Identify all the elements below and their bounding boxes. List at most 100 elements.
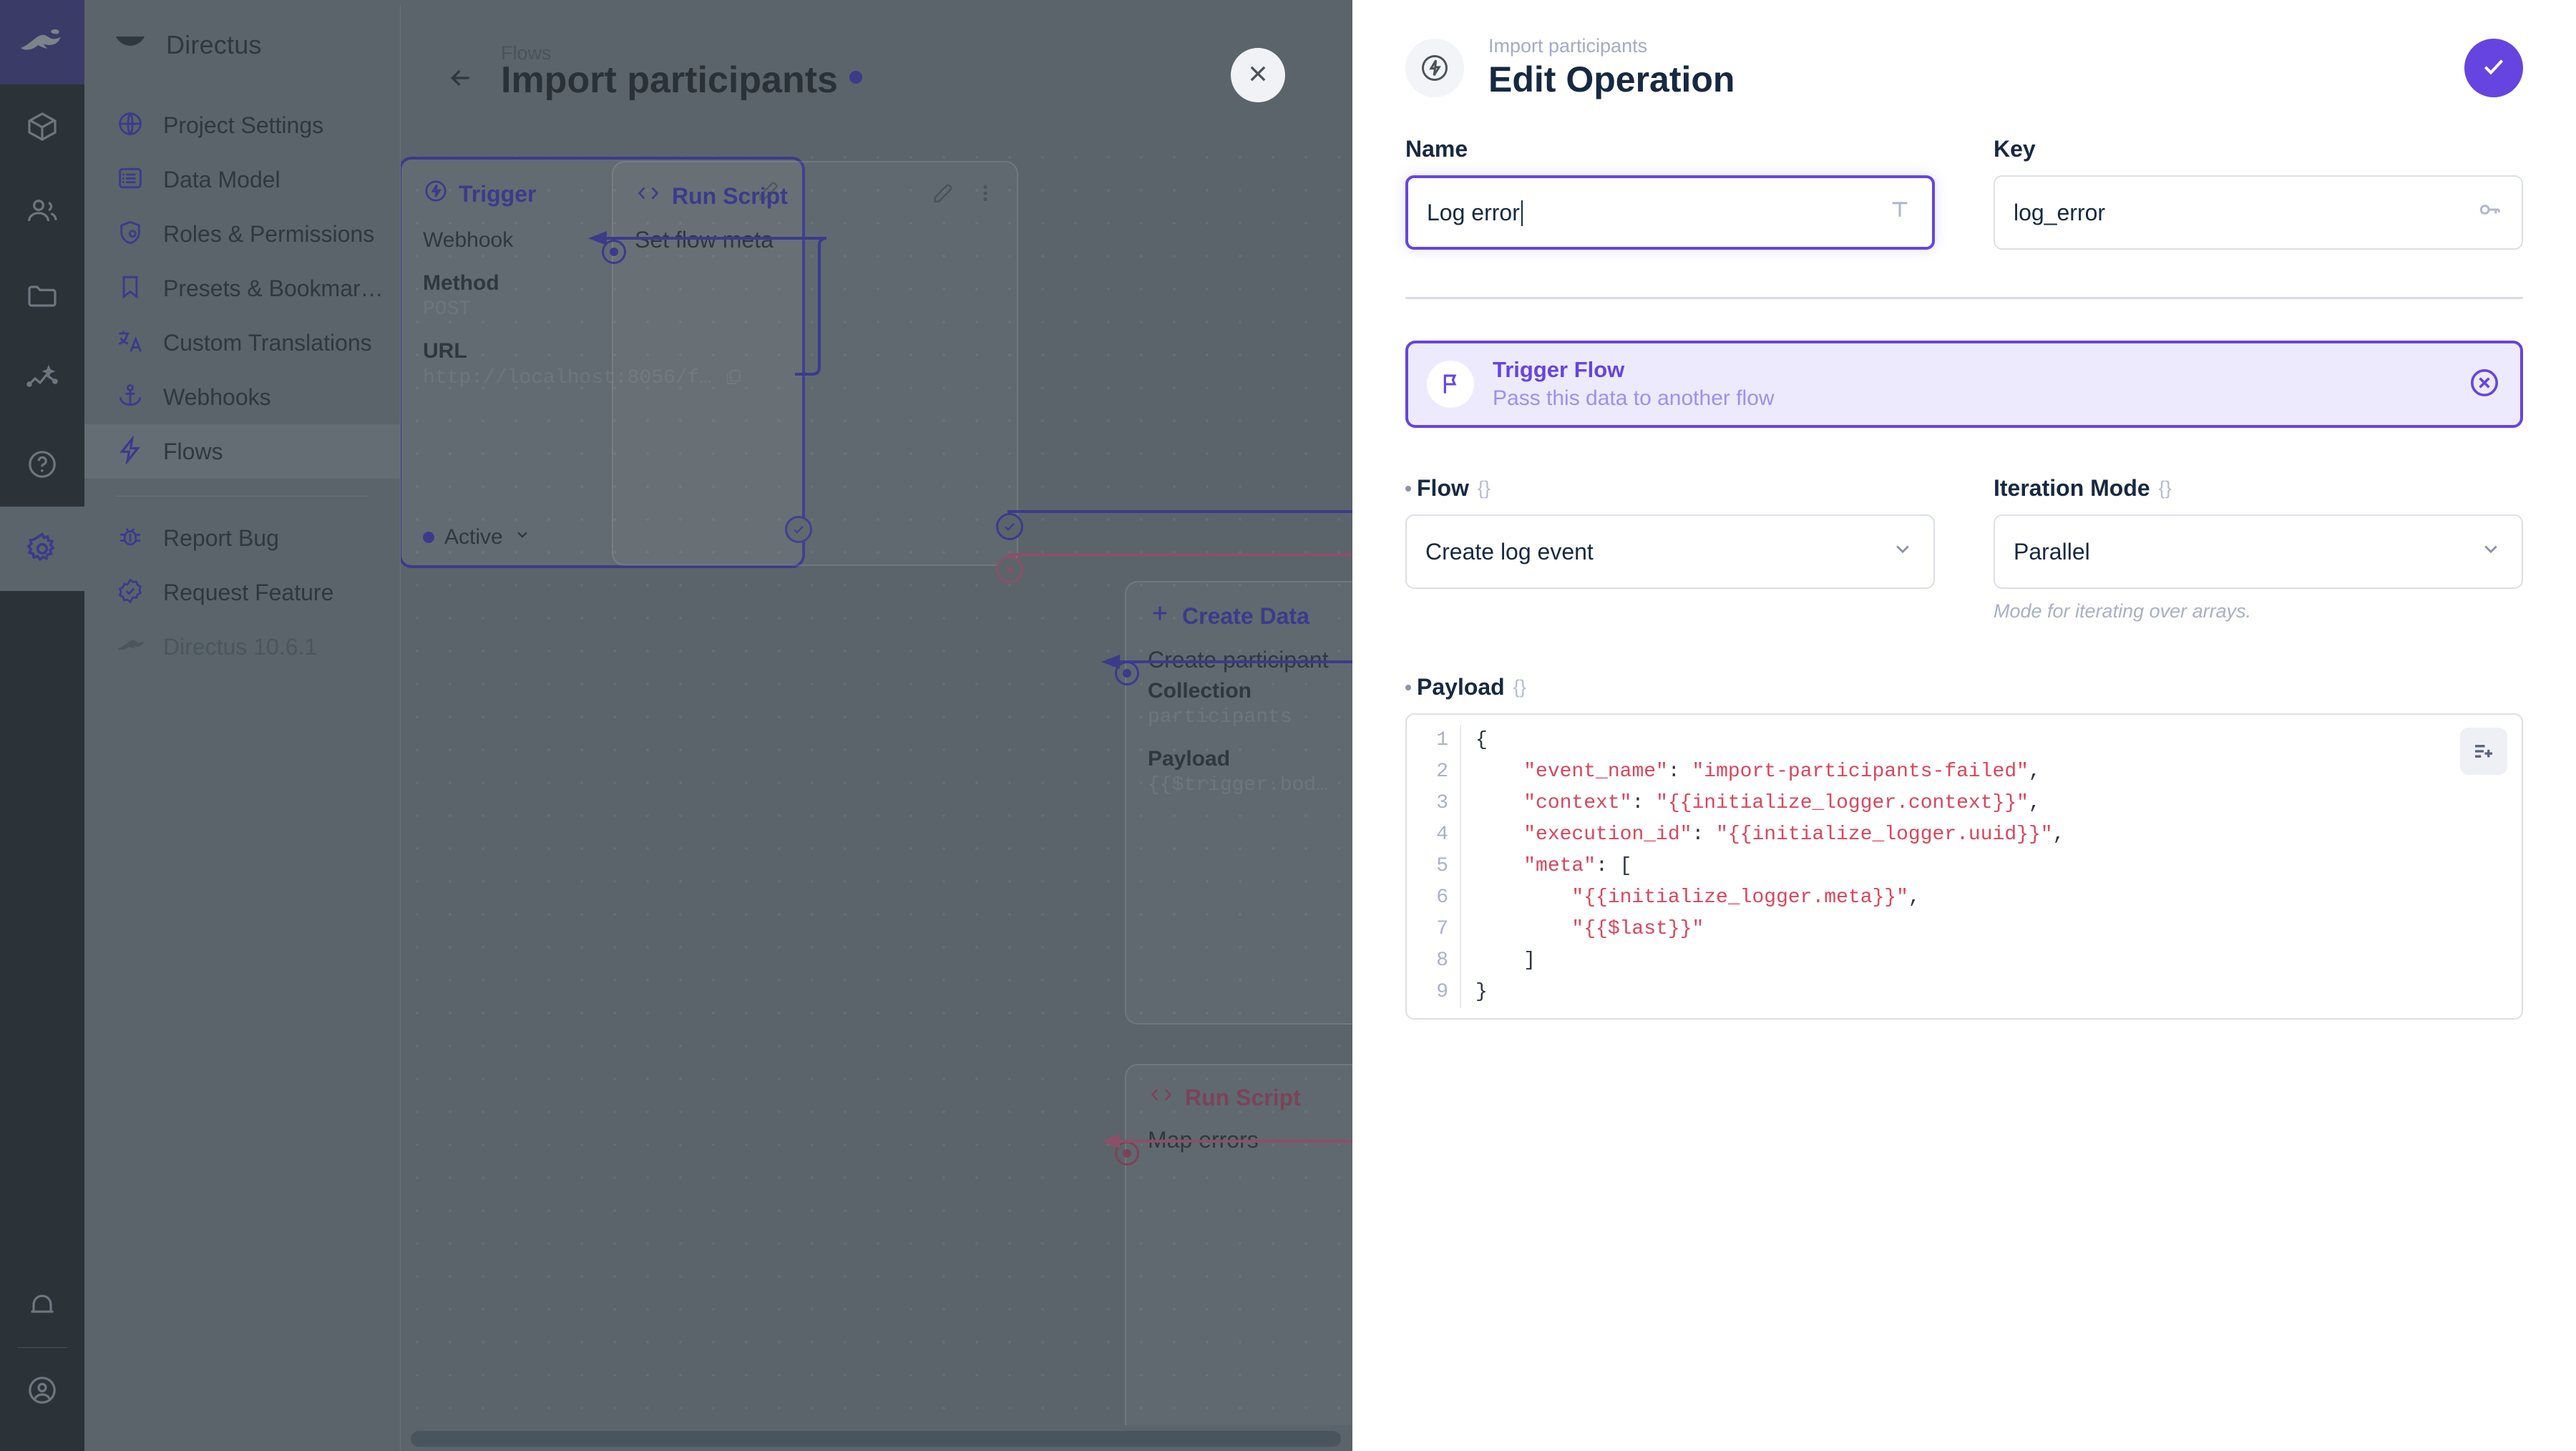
module-item-account[interactable]	[0, 1348, 84, 1432]
drawer-title: Edit Operation	[1488, 59, 1735, 99]
sidebar-item-presets-bookmarks[interactable]: Presets & Bookmar…	[84, 261, 400, 316]
iteration-hint: Mode for iterating over arrays.	[1994, 600, 2252, 622]
more-vertical-icon[interactable]	[975, 181, 995, 211]
sidebar-item-custom-translations[interactable]: Custom Translations	[84, 316, 400, 370]
node-title-label: Run Script	[1185, 1084, 1301, 1110]
module-item-notifications[interactable]	[0, 1263, 84, 1347]
admin-shield-icon	[116, 218, 145, 250]
node-status-dropdown[interactable]: Active	[423, 525, 532, 549]
code-brackets-icon	[635, 182, 662, 210]
iteration-select-value: Parallel	[2014, 538, 2090, 565]
name-field-group: Name Log error	[1405, 136, 1935, 250]
back-button[interactable]	[436, 55, 485, 104]
code-line: "event_name": "import-participants-faile…	[1523, 761, 2041, 783]
node-input-port[interactable]	[1115, 661, 1139, 685]
node-input-port[interactable]	[602, 240, 626, 264]
status-dot	[423, 532, 434, 543]
sidebar-item-roles-permissions[interactable]: Roles & Permissions	[84, 207, 400, 261]
code-line: "{{initialize_logger.meta}}",	[1571, 886, 1921, 909]
node-title-label: Run Script	[672, 182, 788, 209]
code-line: "{{$last}}"	[1571, 918, 1704, 940]
module-item-insights[interactable]	[0, 338, 84, 422]
sidebar-item-project-settings[interactable]: Project Settings	[84, 98, 400, 152]
name-key-row: Name Log error Key log_error	[1405, 136, 2523, 250]
module-divider	[17, 1347, 67, 1348]
flow-canvas: Flows Import participants Trigger	[401, 5, 1352, 1451]
people-icon	[25, 194, 59, 228]
sidebar-project-header[interactable]: Directus	[84, 5, 400, 85]
pencil-icon[interactable]	[931, 181, 955, 211]
flow-select[interactable]: Create log event	[1405, 514, 1935, 589]
sidebar-project-name: Directus	[166, 30, 262, 59]
node-header: Trigger	[423, 178, 781, 210]
node-subtitle-label: Set flow meta	[635, 227, 774, 253]
directus-rabbit-logo[interactable]	[0, 0, 84, 84]
operation-type-texts: Trigger Flow Pass this data to another f…	[1493, 356, 1775, 412]
node-header: Run Script	[1148, 1084, 1352, 1111]
close-x-icon	[1246, 62, 1270, 89]
verified-icon	[116, 577, 145, 609]
code-line-number: 2	[1436, 761, 1448, 783]
app-background: Directus Project Settings Data Model Rol…	[0, 0, 1352, 1451]
sidebar-item-flows[interactable]: Flows	[84, 424, 400, 479]
sidebar-item-label: Flows	[163, 438, 223, 464]
bell-icon	[25, 1288, 59, 1322]
node-title-label: Trigger	[459, 180, 537, 207]
key-input[interactable]: log_error	[1994, 175, 2523, 250]
key-field-group: Key log_error	[1994, 136, 2523, 250]
sidebar-item-webhooks[interactable]: Webhooks	[84, 370, 400, 424]
flow-select-value: Create log event	[1425, 538, 1594, 565]
iteration-field-group: Iteration Mode {} Parallel Mode for iter…	[1994, 475, 2523, 622]
name-input[interactable]: Log error	[1405, 175, 1935, 250]
node-input-port[interactable]	[1115, 1141, 1139, 1166]
bug-report-icon	[116, 522, 145, 554]
pencil-icon[interactable]	[756, 179, 781, 209]
flow-status-dot	[849, 71, 862, 84]
sidebar-item-version: Directus 10.6.1	[84, 620, 400, 674]
node-field-label-method: Method	[423, 271, 499, 295]
close-overlay-button[interactable]	[1231, 48, 1285, 102]
sidebar-item-label: Presets & Bookmar…	[163, 275, 384, 301]
sidebar-item-request-feature[interactable]: Request Feature	[84, 565, 400, 620]
format-add-icon[interactable]	[2460, 728, 2507, 775]
module-item-files[interactable]	[0, 253, 84, 338]
code-line: ]	[1475, 949, 1536, 972]
page-title-text: Import participants	[501, 59, 838, 101]
canvas-hscrollbar-thumb[interactable]	[411, 1431, 1341, 1447]
save-button[interactable]	[2464, 39, 2523, 97]
flow-node-run-script-map-errors[interactable]: Run Script Map errors	[1115, 1064, 1352, 1436]
chevron-down-icon	[513, 525, 532, 549]
flow-node-run-script-set-flow-meta[interactable]: Run Script Set flow meta	[602, 161, 1023, 583]
close-circle-icon[interactable]	[2467, 366, 2502, 404]
node-field-value-method: POST	[423, 298, 472, 321]
module-item-users[interactable]	[0, 169, 84, 253]
node-resolve-port[interactable]	[996, 513, 1023, 540]
module-item-settings[interactable]	[0, 507, 84, 591]
public-globe-icon	[116, 109, 145, 142]
iteration-label-text: Iteration Mode	[1994, 475, 2150, 501]
module-item-content[interactable]	[0, 84, 84, 169]
bookmark-icon	[116, 273, 145, 305]
code-line-number: 9	[1436, 981, 1448, 1003]
code-line-number: 6	[1436, 886, 1448, 909]
operation-type-title: Trigger Flow	[1493, 357, 1625, 383]
sidebar-item-report-bug[interactable]: Report Bug	[84, 511, 400, 565]
plus-icon	[1148, 601, 1172, 631]
payload-braces-badge: {}	[1513, 676, 1526, 698]
node-reject-port[interactable]	[996, 556, 1023, 583]
drawer-breadcrumb[interactable]: Import participants	[1488, 35, 1648, 57]
sidebar-item-data-model[interactable]: Data Model	[84, 152, 400, 207]
code-content[interactable]: { "event_name": "import-participants-fai…	[1461, 725, 2522, 1008]
canvas-hscrollbar-track[interactable]	[401, 1425, 1352, 1451]
check-icon	[2479, 52, 2508, 84]
node-resolve-port[interactable]	[785, 516, 812, 543]
module-item-docs[interactable]	[0, 422, 84, 507]
flow-node-create-data[interactable]: Create Data Create participant Collectio…	[1115, 581, 1352, 1025]
iteration-braces-badge: {}	[2158, 477, 2172, 499]
operation-type-card[interactable]: Trigger Flow Pass this data to another f…	[1405, 341, 2523, 428]
canvas-breadcrumb[interactable]: Flows	[501, 42, 552, 64]
node-trigger-type: Webhook	[423, 228, 514, 252]
iteration-select[interactable]: Parallel	[1994, 514, 2523, 589]
node-header: Create Data	[1148, 601, 1352, 631]
